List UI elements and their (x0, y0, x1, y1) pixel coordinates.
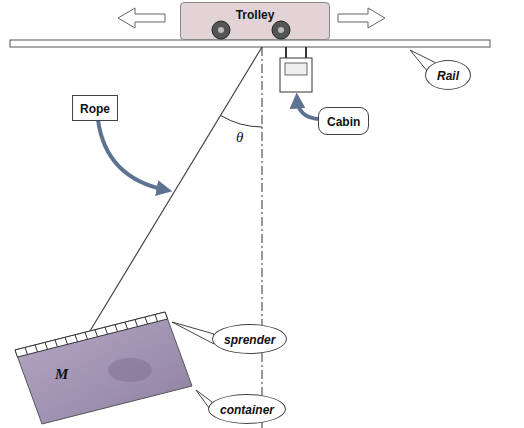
callout-bubble: container (208, 394, 286, 424)
wheel (272, 21, 290, 39)
spreader-tick (135, 320, 138, 327)
spreader-tick (105, 327, 108, 334)
callout-box: Cabin (318, 107, 369, 135)
cabin-window (285, 63, 307, 75)
wheel (212, 21, 230, 39)
spreader-tick (75, 335, 78, 342)
mass-symbol: M (55, 367, 68, 381)
spreader-tick (35, 345, 38, 352)
motion-arrow (338, 8, 385, 28)
node-label: Rope (80, 102, 110, 116)
callout-bubble: sprender (212, 324, 287, 354)
node-label: sprender (224, 333, 275, 347)
rail-bar (10, 40, 490, 47)
node-label: Trolley (236, 8, 275, 22)
rope-line (90, 47, 262, 331)
cabin-body (280, 58, 312, 92)
callout-arrow (297, 99, 318, 119)
callout-arrow (98, 120, 166, 190)
spreader-tick (95, 330, 98, 337)
vertical-axis (262, 47, 263, 428)
cabin-hanger (285, 47, 287, 58)
spreader-tick (145, 317, 148, 324)
node-label: Cabin (327, 115, 360, 129)
trolley-box: Trolley (180, 2, 330, 40)
container-box (15, 312, 192, 424)
cabin-hanger (305, 47, 307, 58)
spreader-tick (55, 340, 58, 347)
container-body: M (15, 310, 195, 426)
spreader-tick (155, 315, 158, 322)
spreader-tick (115, 325, 118, 332)
container-outline (15, 310, 195, 426)
callout-bubble: Rail (425, 60, 471, 90)
bubble-tail (172, 322, 214, 344)
spreader-bar (15, 312, 168, 357)
spreader-tick (45, 342, 48, 349)
callout-box: Rope (72, 95, 118, 121)
spreader-tick (85, 332, 88, 339)
motion-arrow (118, 8, 165, 28)
wheel-hub (218, 27, 224, 33)
angle-symbol: θ (236, 129, 243, 146)
spreader-tick (125, 322, 128, 329)
wheel-hub (278, 27, 284, 33)
spreader-tick (25, 347, 28, 354)
angle-arc (221, 115, 262, 127)
node-label: Rail (437, 69, 459, 83)
container-shading (108, 358, 152, 382)
node-label: container (220, 403, 274, 417)
spreader-tick (65, 337, 68, 344)
